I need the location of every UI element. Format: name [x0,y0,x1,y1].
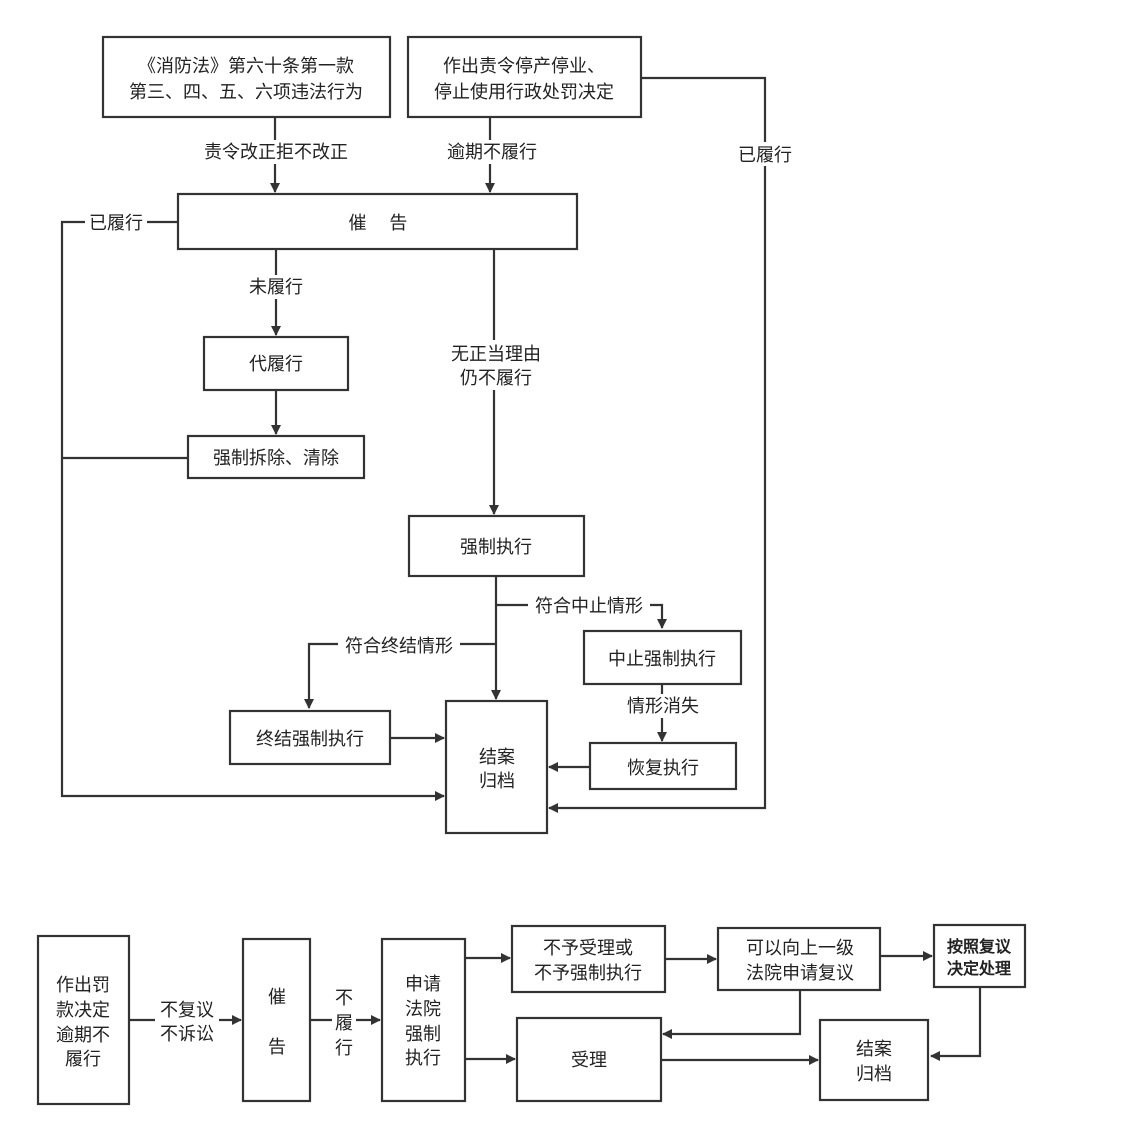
edge-label-no-review: 不复议 [160,1000,214,1021]
node-apply-court: 申请 法院 强制 执行 [380,937,467,1103]
node-text: 作出责令停产停业、 [443,56,605,77]
node-text: 法院 [405,999,441,1020]
node-text: 执行 [405,1048,441,1069]
node-accepted: 受理 [515,1016,663,1103]
node-text: 第三、四、五、六项违法行为 [129,82,363,103]
edge-decision-to-archive [930,987,982,1061]
node-text: 结案 [856,1039,892,1060]
node-text: 催 [268,987,286,1008]
node-law-violation: 《消防法》第六十条第一款 第三、四、五、六项违法行为 [101,35,392,119]
edge-label-performed-right: 已履行 [738,145,792,166]
node-forced-removal: 强制拆除、清除 [186,434,366,480]
node-text: 受理 [571,1050,607,1071]
node-text: 决定处理 [947,959,1011,978]
node-close-archive-2: 结案 归档 [818,1018,930,1102]
edge-label-circumstance-gone: 情形消失 [627,696,699,717]
node-text: 申请 [405,974,441,995]
edge-label-no-suit: 不诉讼 [160,1024,214,1045]
node-appeal: 可以向上一级 法院申请复议 [716,926,882,992]
edge-label-perform: 履 [335,1013,353,1034]
node-fine-overdue: 作出罚 款决定 逾期不 履行 [36,934,131,1106]
node-enforcement: 强制执行 [407,514,586,578]
edge-label-no-valid-reason: 仍不履行 [460,368,532,389]
node-text: 可以向上一级 [746,938,854,959]
edge-performed-right [548,76,767,813]
node-text: 法院申请复议 [746,963,854,984]
node-text: 终结强制执行 [256,729,364,750]
node-suspension-decision: 作出责令停产停业、 停止使用行政处罚决定 [406,35,643,119]
edge-label-act: 行 [335,1038,353,1059]
node-text: 中止强制执行 [608,649,716,670]
node-resume-enforcement: 恢复执行 [588,741,738,791]
node-text: 归档 [856,1064,892,1085]
node-text: 不予强制执行 [534,963,642,984]
node-text: 停止使用行政处罚决定 [434,82,614,103]
node-text: 恢复执行 [627,758,699,779]
node-substitute-performance: 代履行 [202,335,350,392]
node-text: 不予受理或 [543,938,633,959]
edge-label-meets-termination: 符合终结情形 [345,636,453,657]
node-close-archive: 结案 归档 [444,699,549,835]
edge-label-meets-suspension: 符合中止情形 [535,596,643,617]
node-text: 代履行 [249,354,303,375]
node-text: 催 告 [349,213,408,234]
edge-label-not: 不 [335,988,353,1009]
node-text: 《消防法》第六十条第一款 [138,56,354,77]
node-rejected: 不予受理或 不予强制执行 [510,924,667,994]
node-text: 强制执行 [460,537,532,558]
edge-label-no-valid-reason: 无正当理由 [451,344,541,365]
node-text: 作出罚 [56,975,110,996]
edge-label-not-performed: 未履行 [249,277,303,298]
node-urge-2: 催 告 [241,937,312,1103]
node-text: 强制拆除、清除 [213,448,339,469]
node-text: 履行 [65,1049,101,1070]
node-text: 结案 [479,747,515,768]
node-per-decision: 按照复议 决定处理 [932,923,1027,989]
node-text: 告 [268,1037,286,1058]
node-text: 归档 [479,771,515,792]
edge-label-overdue-not-performed: 逾期不履行 [447,142,537,163]
node-text: 按照复议 [947,937,1012,956]
node-terminate-enforcement: 终结强制执行 [228,709,392,766]
node-text: 款决定 [56,1000,110,1021]
edge-label-performed-left: 已履行 [89,213,143,234]
node-text: 逾期不 [56,1025,110,1046]
node-suspend-enforcement: 中止强制执行 [582,629,743,686]
node-text: 强制 [405,1024,441,1045]
edge-appeal-to-accepted [662,990,802,1039]
edge-label-order-correct-refused: 责令改正拒不改正 [204,142,348,163]
node-urge: 催 告 [176,192,579,251]
